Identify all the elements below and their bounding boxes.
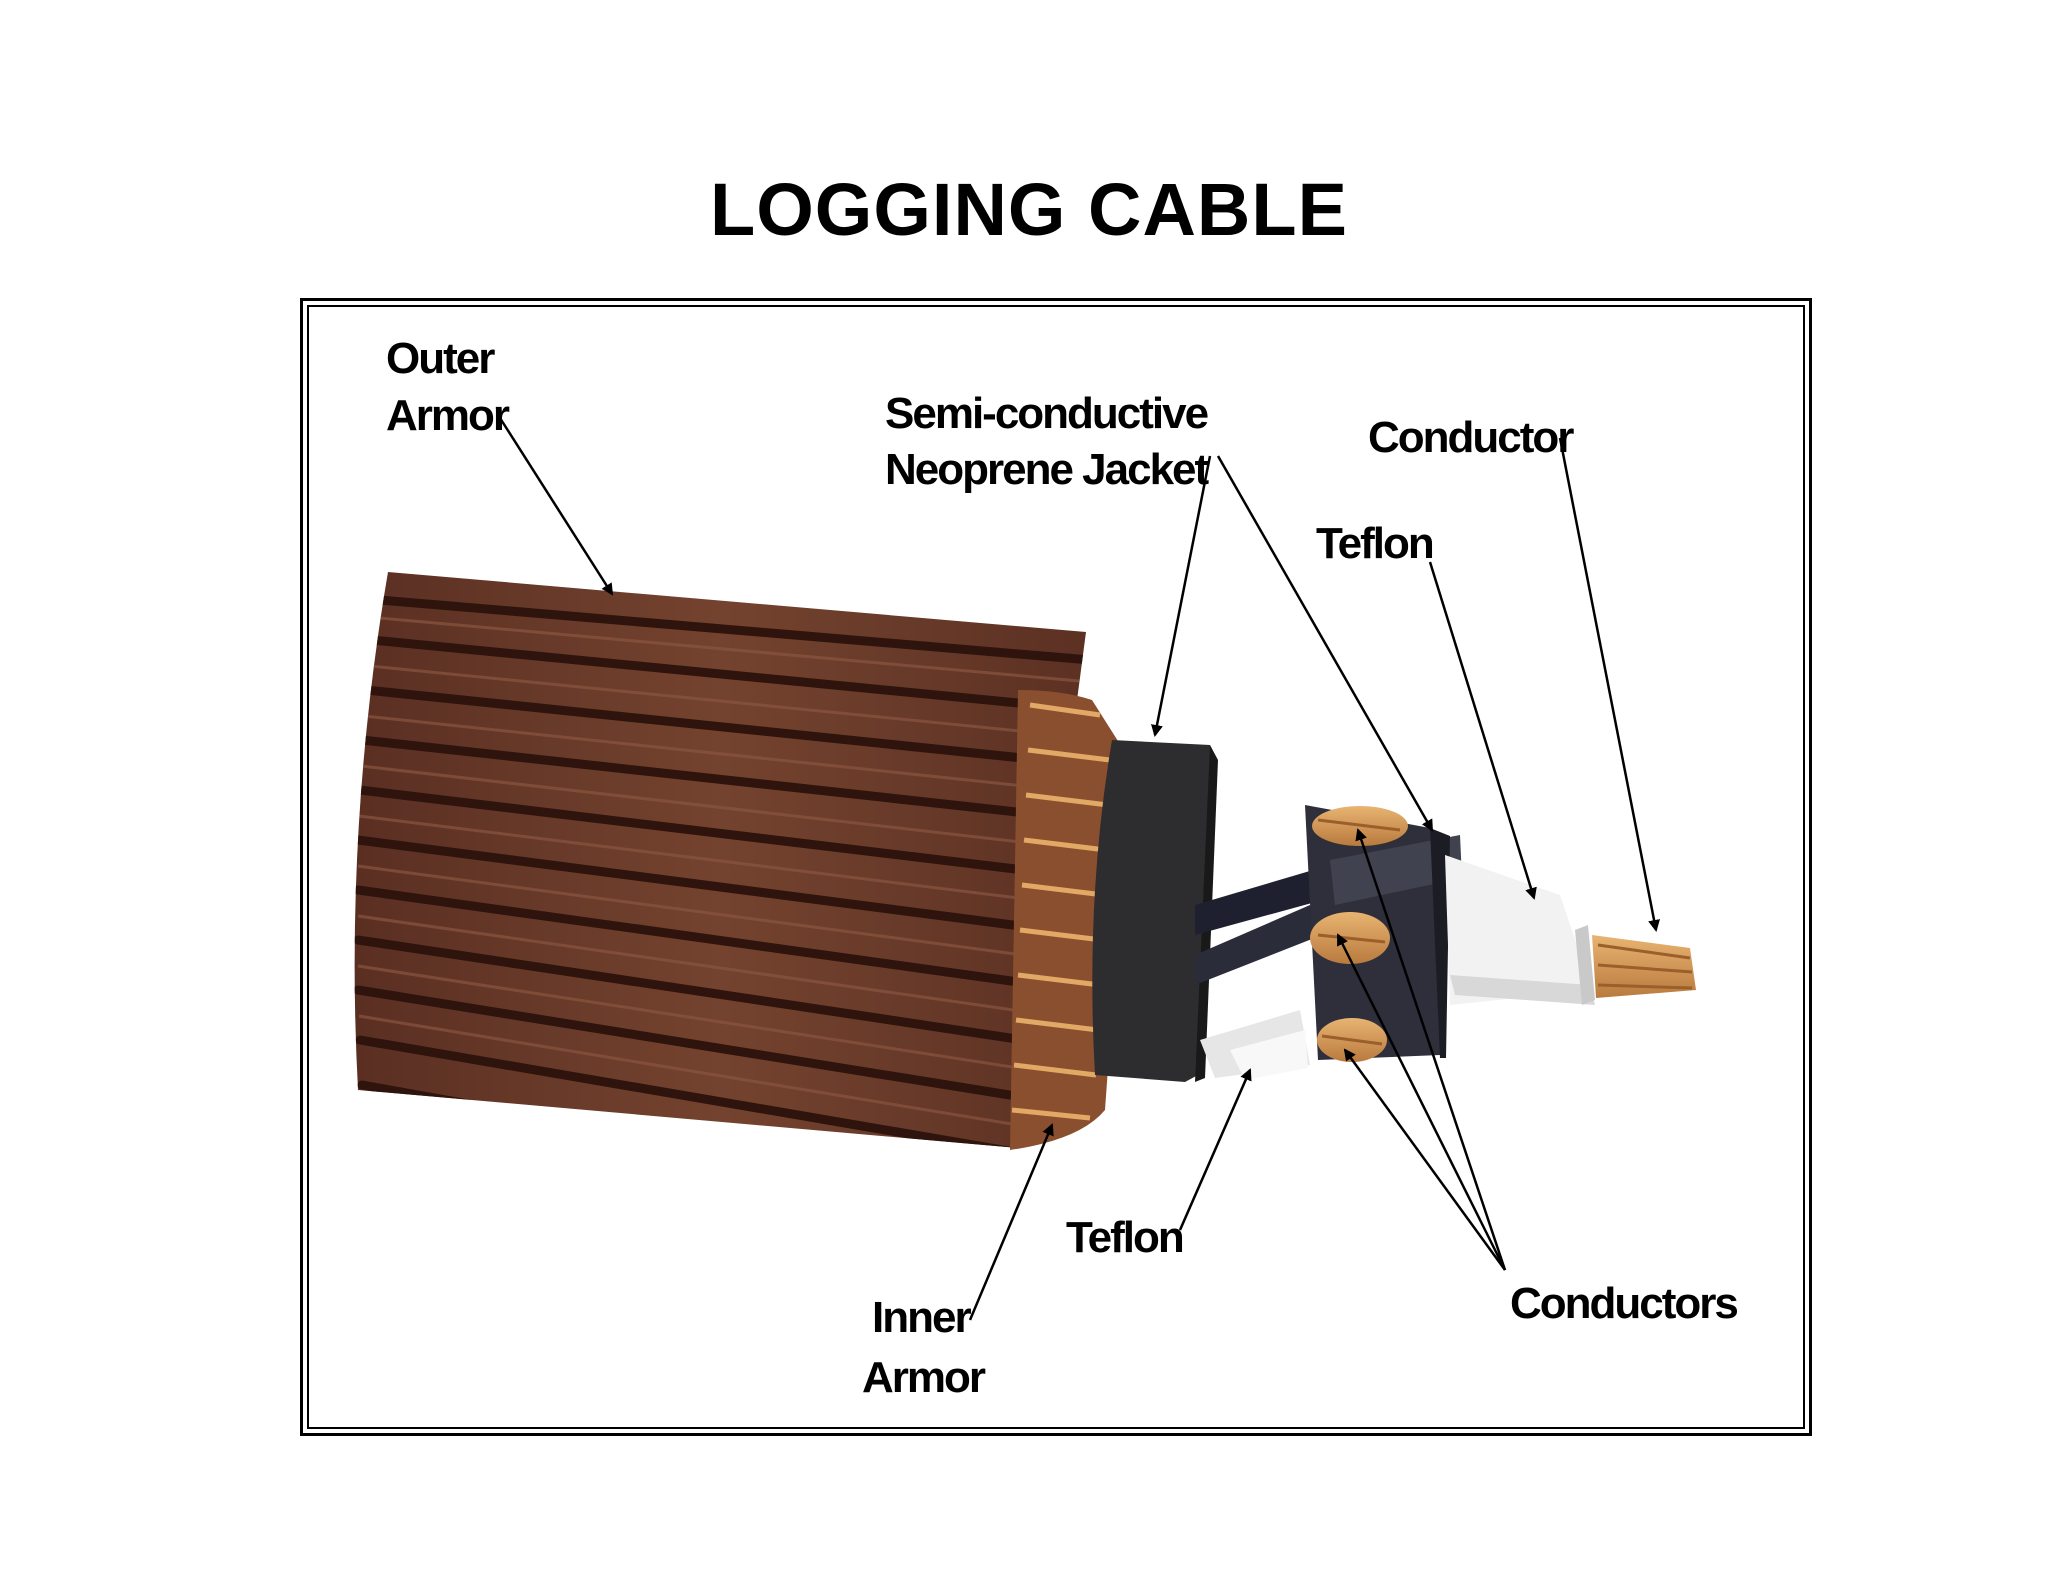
label-outer-armor-line2: Armor xyxy=(386,391,510,440)
leader-lines xyxy=(498,417,1660,1321)
label-jacket-line1: Semi-conductive xyxy=(885,389,1208,438)
page-title: LOGGING CABLE xyxy=(710,168,1348,251)
label-conductor-top: Conductor xyxy=(1368,413,1574,462)
label-inner-armor-line2: Armor xyxy=(862,1353,986,1402)
figure-frame-inner xyxy=(307,305,1805,1429)
label-inner-armor-line1: Inner xyxy=(872,1293,971,1342)
label-teflon-top: Teflon xyxy=(1316,519,1433,568)
core-conductors xyxy=(1310,806,1408,1062)
labels: Outer Armor Semi-conductive Neoprene Jac… xyxy=(386,334,1739,1402)
figure-frame-outer xyxy=(300,298,1812,1436)
label-outer-armor-line1: Outer xyxy=(386,334,495,383)
label-teflon-bottom: Teflon xyxy=(1066,1213,1183,1262)
inner-cores xyxy=(1195,868,1330,1080)
label-conductors: Conductors xyxy=(1510,1279,1737,1328)
teflon-conductor xyxy=(1445,855,1696,1005)
outer-armor xyxy=(354,572,1086,1148)
label-jacket-line2: Neoprene Jacket xyxy=(885,445,1210,494)
